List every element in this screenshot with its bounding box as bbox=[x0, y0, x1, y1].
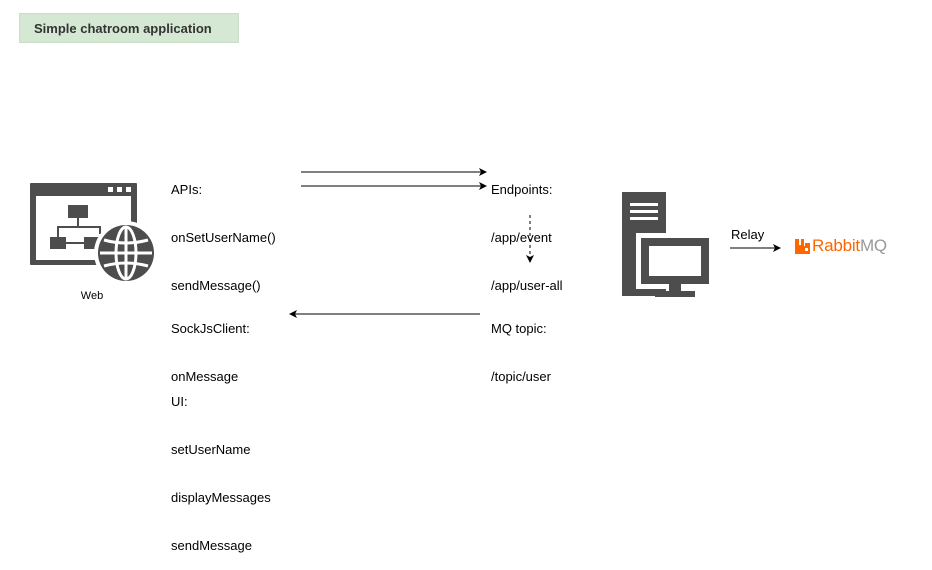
sockjs-client-heading: SockJsClient: bbox=[171, 321, 250, 336]
apis-heading: APIs: bbox=[171, 182, 203, 197]
endpoints-heading: Endpoints: bbox=[491, 182, 553, 197]
diagram-title: Simple chatroom application bbox=[19, 13, 239, 43]
rabbitmq-wordmark-secondary: MQ bbox=[859, 236, 887, 255]
ui-item: displayMessages bbox=[171, 490, 271, 505]
web-label: Web bbox=[80, 290, 104, 302]
sockjs-client-block: SockJsClient: onMessage bbox=[171, 289, 250, 401]
apis-block: APIs: onSetUserName() sendMessage() bbox=[171, 150, 276, 310]
mq-topic-block: MQ topic: /topic/user bbox=[491, 289, 551, 401]
mq-topic-heading: MQ topic: bbox=[491, 321, 547, 336]
rabbitmq-logo-icon bbox=[795, 238, 810, 254]
server-computer-icon bbox=[622, 192, 714, 297]
rabbitmq-wordmark-primary: Rabbit bbox=[812, 236, 860, 255]
sockjs-client-item: onMessage bbox=[171, 369, 239, 384]
endpoint-item: /app/user-all bbox=[491, 278, 563, 293]
diagram-canvas bbox=[30, 168, 781, 318]
api-item: onSetUserName() bbox=[171, 230, 276, 245]
ui-item: setUserName bbox=[171, 442, 251, 457]
endpoints-block: Endpoints: /app/event /app/user-all bbox=[491, 150, 563, 310]
relay-label: Relay bbox=[731, 227, 765, 242]
api-item: sendMessage() bbox=[171, 278, 261, 293]
rabbitmq-wordmark: RabbitMQ bbox=[812, 236, 887, 256]
rabbitmq-logo: RabbitMQ bbox=[795, 234, 887, 258]
ui-item: sendMessage bbox=[171, 538, 252, 553]
ui-block: UI: setUserName displayMessages sendMess… bbox=[171, 362, 271, 570]
globe-icon bbox=[94, 221, 158, 285]
mq-topic-item: /topic/user bbox=[491, 369, 551, 384]
endpoint-item: /app/event bbox=[491, 230, 552, 245]
ui-heading: UI: bbox=[171, 394, 188, 409]
